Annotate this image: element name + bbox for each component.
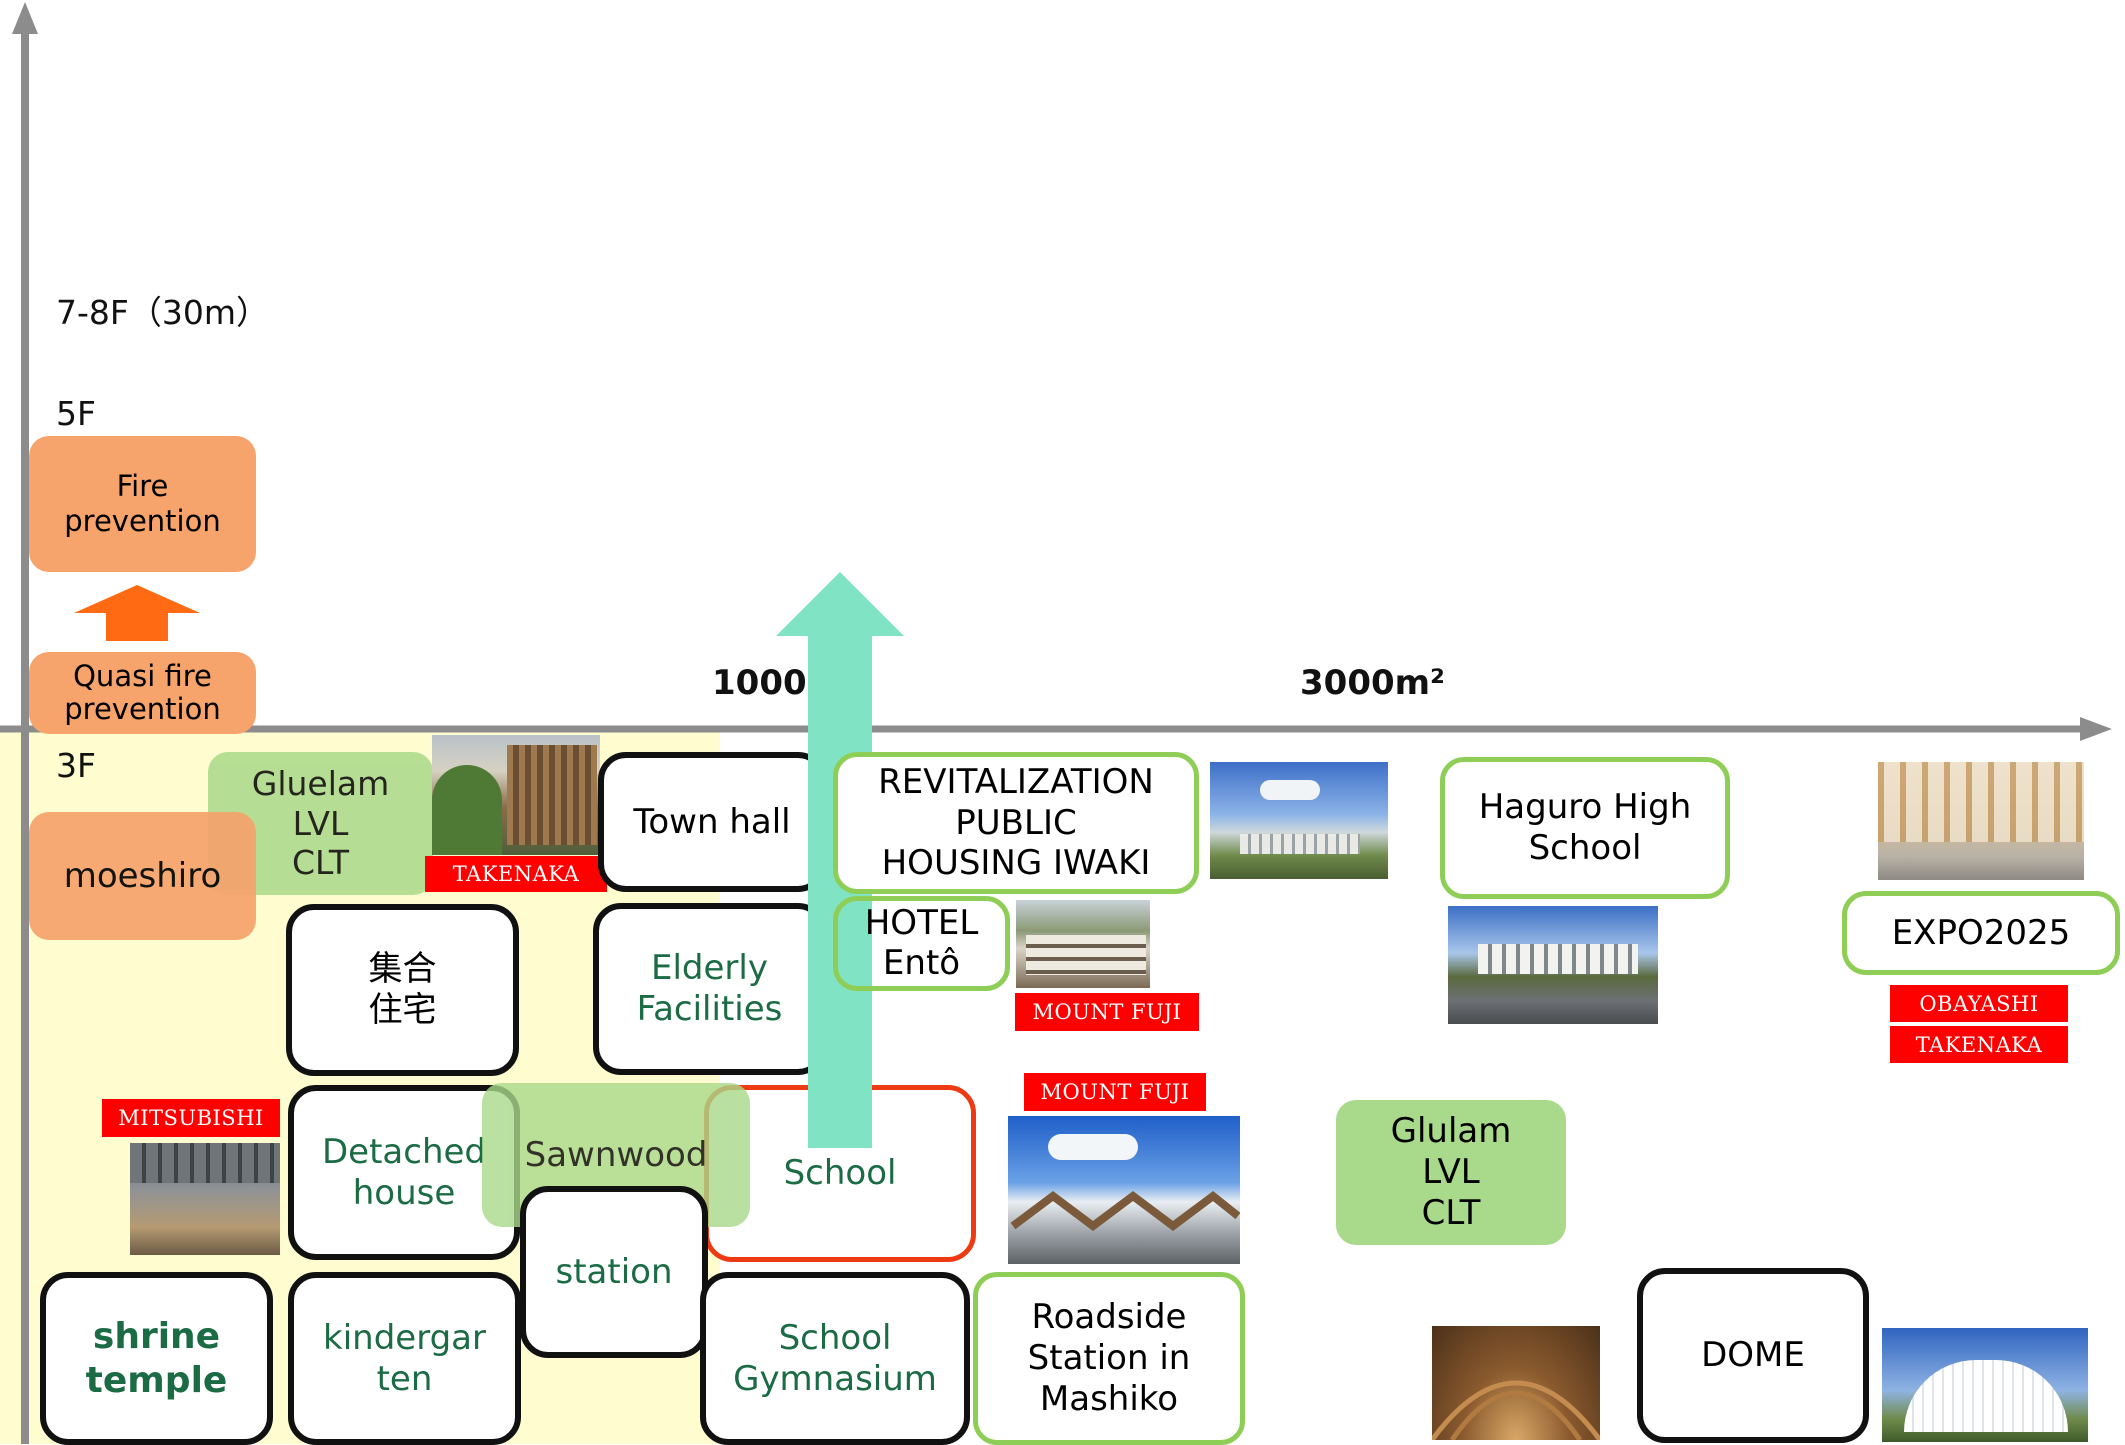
- hotel-line-1: HOTEL: [864, 903, 979, 944]
- apartment-box: 集合 住宅: [286, 904, 519, 1076]
- y-axis-arrowhead: [12, 2, 38, 34]
- apartment-line-2: 住宅: [368, 990, 437, 1030]
- material-glulam-right-2: LVL: [1422, 1152, 1480, 1193]
- roadside-line-2: Station in: [1027, 1338, 1191, 1379]
- iwaki-photo-cloud: [1260, 780, 1320, 800]
- revitalization-line-1: REVITALIZATION: [878, 761, 1154, 802]
- takenaka-photo-trees: [432, 765, 502, 855]
- haguro-high-school-box: Haguro High School: [1440, 757, 1730, 899]
- x-tick-3000: 3000m²: [1300, 663, 1445, 703]
- roadside-line-1: Roadside: [1031, 1297, 1187, 1338]
- material-glulam-right-3: CLT: [1421, 1192, 1481, 1233]
- upgrade-arrow-orange: [74, 585, 200, 641]
- y-tick-7-8f: 7-8F（30m）: [56, 293, 270, 332]
- mitsubishi-factory-photo: [130, 1143, 280, 1255]
- quasi-fire-prevention-box: Quasi fire prevention: [29, 652, 256, 734]
- hotel-line-2: Entô: [882, 942, 961, 983]
- takenaka-building-photo: [432, 735, 600, 855]
- material-gluelam-left-3: CLT: [291, 843, 350, 883]
- hotel-ento-photo: [1016, 900, 1150, 988]
- roadside-station-photo: [1008, 1116, 1240, 1264]
- revitalization-housing-box: REVITALIZATION PUBLIC HOUSING IWAKI: [833, 752, 1199, 894]
- x-axis-arrowhead: [2080, 717, 2112, 741]
- tag-mount-fuji-2: MOUNT FUJI: [1024, 1073, 1206, 1111]
- tag-obayashi: OBAYASHI: [1890, 985, 2068, 1022]
- apartment-line-1: 集合: [368, 949, 437, 990]
- material-gluelam-left-2: LVL: [292, 803, 349, 843]
- town-hall-label: Town hall: [633, 801, 791, 842]
- material-gluelam-left-1: Gluelam: [251, 764, 390, 804]
- shrine-line-2: temple: [85, 1359, 228, 1401]
- material-gluelam-left: Gluelam LVL CLT: [208, 752, 433, 895]
- dome-exterior-photo: [1882, 1328, 2088, 1442]
- sawnwood-label: Sawnwood: [524, 1134, 708, 1175]
- haguro-line-2: School: [1528, 828, 1642, 868]
- haguro-school-photo: [1448, 906, 1658, 1024]
- gymnasium-line-2: Gymnasium: [733, 1358, 937, 1399]
- y-tick-5f: 5F: [56, 394, 96, 433]
- roadside-line-3: Mashiko: [1039, 1378, 1179, 1419]
- kindergarten-line-2: ten: [376, 1358, 433, 1399]
- haguro-photo-building: [1478, 944, 1638, 974]
- quasi-fire-line-2: prevention: [64, 692, 221, 726]
- shrine-temple-box: shrine temple: [40, 1272, 273, 1445]
- fire-prevention-line-2: prevention: [64, 504, 221, 538]
- haguro-line-1: Haguro High: [1478, 787, 1692, 828]
- material-glulam-right: Glulam LVL CLT: [1336, 1100, 1566, 1245]
- dome-exterior-shell: [1904, 1360, 2068, 1432]
- roadside-station-box: Roadside Station in Mashiko: [973, 1272, 1245, 1445]
- dome-interior-photo: [1432, 1326, 1600, 1440]
- revitalization-line-2: PUBLIC: [955, 802, 1077, 843]
- expo2025-box: EXPO2025: [1842, 891, 2120, 975]
- expo-photo-frame: [1878, 762, 2084, 842]
- dome-interior-arches: [1432, 1380, 1600, 1440]
- mitsubishi-photo-beams: [130, 1143, 280, 1183]
- hotel-ento-box: HOTEL Entô: [833, 896, 1010, 991]
- station-label: station: [555, 1251, 673, 1292]
- takenaka-photo-facade: [507, 745, 597, 845]
- town-hall-box: Town hall: [598, 752, 826, 892]
- elderly-line-2: Facilities: [636, 989, 783, 1029]
- detached-line-2: house: [352, 1172, 456, 1213]
- kindergarten-line-1: kindergar: [323, 1317, 486, 1358]
- moeshiro-box: moeshiro: [29, 812, 256, 940]
- detached-house-box: Detached house: [288, 1085, 520, 1260]
- kindergarten-box: kindergar ten: [288, 1272, 521, 1445]
- hotel-photo-floors: [1026, 935, 1146, 975]
- material-glulam-right-1: Glulam: [1390, 1111, 1512, 1152]
- tag-mitsubishi: MITSUBISHI: [102, 1099, 280, 1137]
- expo2025-photo: [1878, 762, 2084, 880]
- elderly-line-1: Elderly: [651, 948, 768, 989]
- tag-mount-fuji-1: MOUNT FUJI: [1015, 993, 1199, 1031]
- y-tick-3f: 3F: [56, 746, 96, 785]
- dome-label: DOME: [1701, 1335, 1805, 1376]
- fire-prevention-line-1: Fire: [116, 469, 169, 504]
- roadside-photo-cloud: [1048, 1134, 1138, 1160]
- iwaki-photo-building: [1240, 834, 1360, 854]
- fire-prevention-box: Fire prevention: [29, 436, 256, 572]
- shrine-line-1: shrine: [92, 1316, 221, 1358]
- revitalization-line-3: HOUSING IWAKI: [881, 843, 1151, 884]
- detached-line-1: Detached: [321, 1131, 486, 1172]
- dome-box: DOME: [1637, 1268, 1869, 1443]
- quasi-fire-line-1: Quasi fire: [73, 658, 212, 693]
- iwaki-housing-photo: [1210, 762, 1388, 879]
- tag-takenaka-2: TAKENAKA: [1890, 1026, 2068, 1063]
- school-gymnasium-box: School Gymnasium: [700, 1272, 970, 1445]
- school-label: School: [783, 1153, 897, 1194]
- station-box: station: [520, 1186, 708, 1358]
- roadside-photo-roof: [1010, 1190, 1240, 1231]
- tag-takenaka: TAKENAKA: [425, 856, 607, 892]
- expo2025-label: EXPO2025: [1891, 912, 2071, 953]
- elderly-facilities-box: Elderly Facilities: [593, 903, 826, 1075]
- moeshiro-label: moeshiro: [63, 855, 222, 896]
- gymnasium-line-1: School: [778, 1317, 892, 1358]
